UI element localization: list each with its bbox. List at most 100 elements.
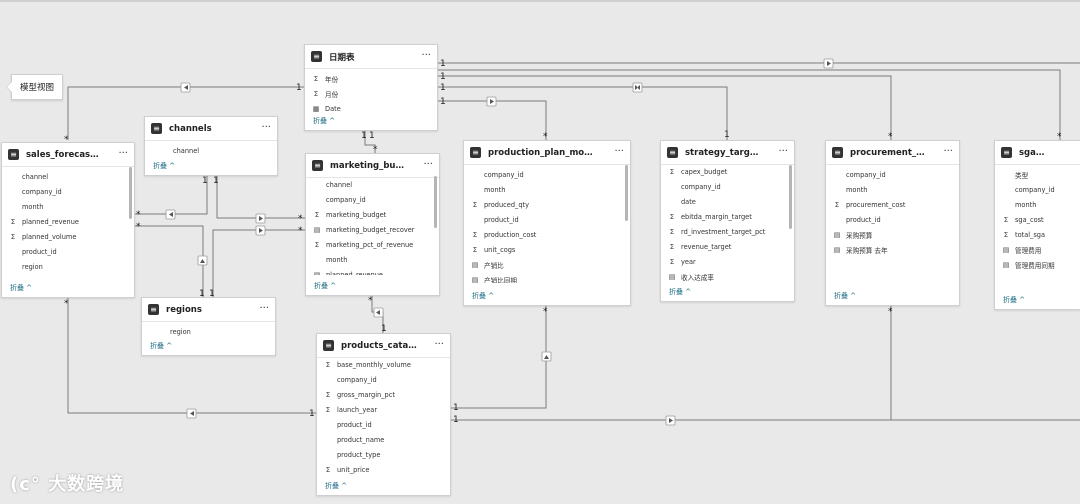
table-procurement-monthly[interactable]: ≡ procurement_monthly ··· ·company_id·mo…	[825, 140, 960, 306]
table-channels[interactable]: ≡ channels ··· ·channel 折叠 ^	[144, 116, 278, 176]
table-header[interactable]: ≡ 日期表 ···	[305, 45, 437, 69]
field-row[interactable]: ·company_id	[2, 184, 134, 199]
scrollbar[interactable]	[789, 165, 792, 229]
field-row[interactable]: ·company_id	[317, 372, 450, 387]
more-options-icon[interactable]: ···	[434, 339, 444, 350]
table-header[interactable]: ≡ products_catalog ···	[317, 334, 450, 358]
field-row[interactable]: ▤产销比	[464, 257, 630, 272]
field-row[interactable]: ·product_id	[317, 417, 450, 432]
field-row[interactable]: ▤marketing_budget_recover	[306, 222, 439, 237]
field-row[interactable]: ▤采购预算	[826, 227, 959, 242]
field-row[interactable]: ·region	[2, 259, 134, 274]
more-options-icon[interactable]: ···	[778, 146, 788, 157]
field-row[interactable]: ·类型	[995, 167, 1080, 182]
field-row[interactable]: ·date	[661, 194, 794, 209]
collapse-button[interactable]: 折叠 ^	[472, 292, 495, 300]
collapse-button[interactable]: 折叠 ^	[834, 292, 857, 300]
field-row[interactable]: ·region	[142, 324, 275, 337]
field-row[interactable]: ·company_id	[464, 167, 630, 182]
table-header[interactable]: ≡ regions ···	[142, 298, 275, 322]
field-row[interactable]: ·channel	[145, 143, 277, 157]
table-production-plan-monthly[interactable]: ≡ production_plan_monthly ··· ·company_i…	[463, 140, 631, 306]
field-row[interactable]: ·product_name	[317, 432, 450, 447]
field-row[interactable]: ·month	[995, 197, 1080, 212]
table-header[interactable]: ≡ marketing_budget_mon... ···	[306, 154, 439, 178]
collapse-button[interactable]: 折叠 ^	[153, 162, 176, 170]
scrollbar[interactable]	[129, 167, 132, 219]
table-header[interactable]: ≡ channels ···	[145, 117, 277, 141]
more-options-icon[interactable]: ···	[261, 122, 271, 133]
collapse-button[interactable]: 折叠 ^	[150, 342, 173, 350]
more-options-icon[interactable]: ···	[421, 50, 431, 61]
table-regions[interactable]: ≡ regions ··· ·region 折叠 ^	[141, 297, 276, 356]
field-row[interactable]: ▤收入达成率	[661, 269, 794, 282]
collapse-button[interactable]: 折叠 ^	[313, 117, 336, 125]
table-sga-monthly[interactable]: ≡ sga_monthly ·类型·company_id·monthΣsga_c…	[994, 140, 1080, 310]
field-row[interactable]: ·month	[464, 182, 630, 197]
field-row[interactable]: ·month	[826, 182, 959, 197]
field-row[interactable]: ·month	[2, 199, 134, 214]
scrollbar[interactable]	[625, 165, 628, 221]
collapse-button[interactable]: 折叠 ^	[1003, 296, 1026, 304]
field-row[interactable]: ·product_id	[826, 212, 959, 227]
table-header[interactable]: ≡ sales_forecast_monthly ···	[2, 143, 134, 167]
table-strategy-targets[interactable]: ≡ strategy_targets_2026_2... ··· Σcapex_…	[660, 140, 795, 302]
collapse-button[interactable]: 折叠 ^	[669, 288, 692, 296]
field-row[interactable]: ·month	[306, 252, 439, 267]
more-options-icon[interactable]: ···	[614, 146, 624, 157]
field-row[interactable]: ·company_id	[995, 182, 1080, 197]
more-options-icon[interactable]: ···	[943, 146, 953, 157]
field-row[interactable]: ·product_id	[2, 244, 134, 259]
field-row[interactable]: ·channel	[2, 169, 134, 184]
collapse-button[interactable]: 折叠 ^	[10, 284, 33, 292]
field-row[interactable]: ▤采购预算 去年	[826, 242, 959, 257]
more-options-icon[interactable]: ···	[259, 303, 269, 314]
collapse-button[interactable]: 折叠 ^	[325, 482, 348, 490]
field-row[interactable]: ·product_id	[464, 212, 630, 227]
field-row[interactable]: ·channel	[306, 177, 439, 192]
field-row[interactable]: ·company_id	[661, 179, 794, 194]
field-row[interactable]: ▤管理费用	[995, 242, 1080, 257]
field-row[interactable]: ▤管理费用同期	[995, 257, 1080, 272]
field-row[interactable]: ·company_id	[826, 167, 959, 182]
field-row[interactable]: ▤planned_revenue	[306, 267, 439, 276]
table-marketing-budget-monthly[interactable]: ≡ marketing_budget_mon... ··· ·channel·c…	[305, 153, 440, 296]
table-header[interactable]: ≡ strategy_targets_2026_2... ···	[661, 141, 794, 165]
field-row[interactable]: ▦Date	[305, 101, 437, 113]
table-header[interactable]: ≡ production_plan_monthly ···	[464, 141, 630, 165]
table-header[interactable]: ≡ procurement_monthly ···	[826, 141, 959, 165]
more-options-icon[interactable]: ···	[423, 159, 433, 170]
field-row[interactable]: ·product_type	[317, 447, 450, 462]
field-row[interactable]: ·company_id	[306, 192, 439, 207]
collapse-button[interactable]: 折叠 ^	[314, 282, 337, 290]
table-sales-forecast-monthly[interactable]: ≡ sales_forecast_monthly ··· ·channel·co…	[1, 142, 135, 298]
more-options-icon[interactable]: ···	[118, 148, 128, 159]
table-header[interactable]: ≡ sga_monthly	[995, 141, 1080, 165]
scrollbar[interactable]	[434, 176, 437, 228]
field-row[interactable]: ▤产销比同期	[464, 272, 630, 284]
